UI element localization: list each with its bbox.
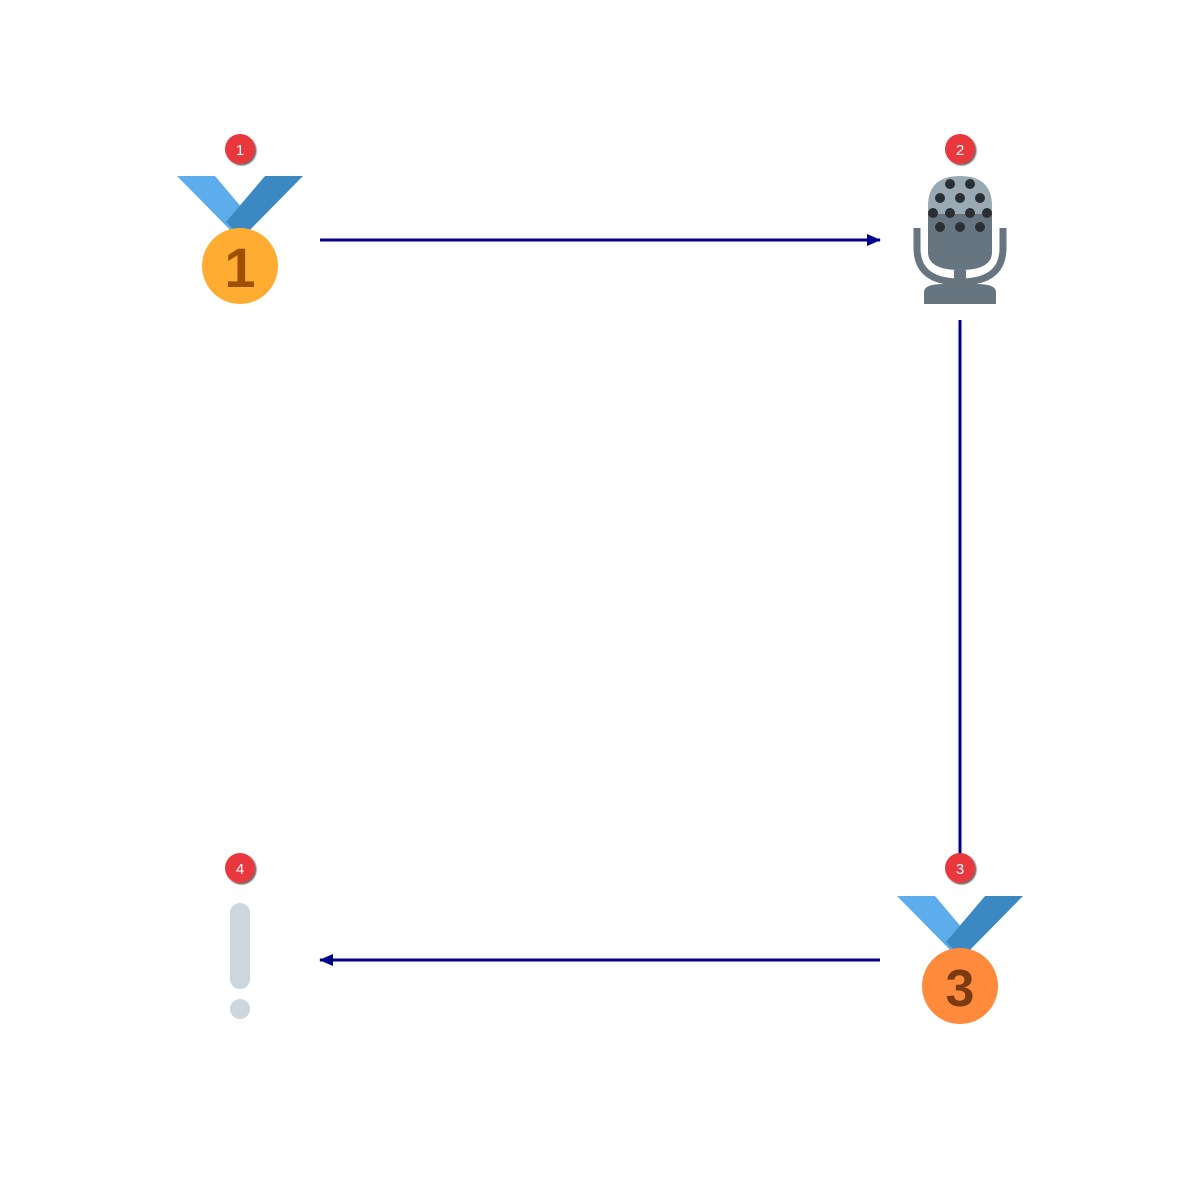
svg-text:3: 3 [956, 861, 964, 878]
svg-text:3: 3 [946, 960, 975, 1018]
edges [319, 234, 962, 966]
white-exclamation-mark-icon [230, 903, 250, 1019]
node-4[interactable]: 4 [225, 853, 255, 1019]
first-place-medal-icon: 1 [177, 176, 303, 304]
badge-1: 1 [225, 134, 255, 164]
badge-2: 2 [945, 134, 975, 164]
svg-text:4: 4 [236, 861, 244, 878]
third-place-medal-icon: 3 [897, 896, 1023, 1024]
node-1[interactable]: 1 1 [177, 134, 303, 304]
studio-microphone-icon [913, 176, 1007, 304]
badge-4: 4 [225, 853, 255, 883]
badge-3: 3 [945, 853, 975, 883]
svg-text:1: 1 [236, 142, 244, 159]
svg-text:1: 1 [224, 236, 255, 299]
node-3[interactable]: 3 3 [897, 853, 1023, 1024]
svg-text:2: 2 [956, 142, 964, 159]
node-2[interactable]: 2 [913, 134, 1007, 304]
